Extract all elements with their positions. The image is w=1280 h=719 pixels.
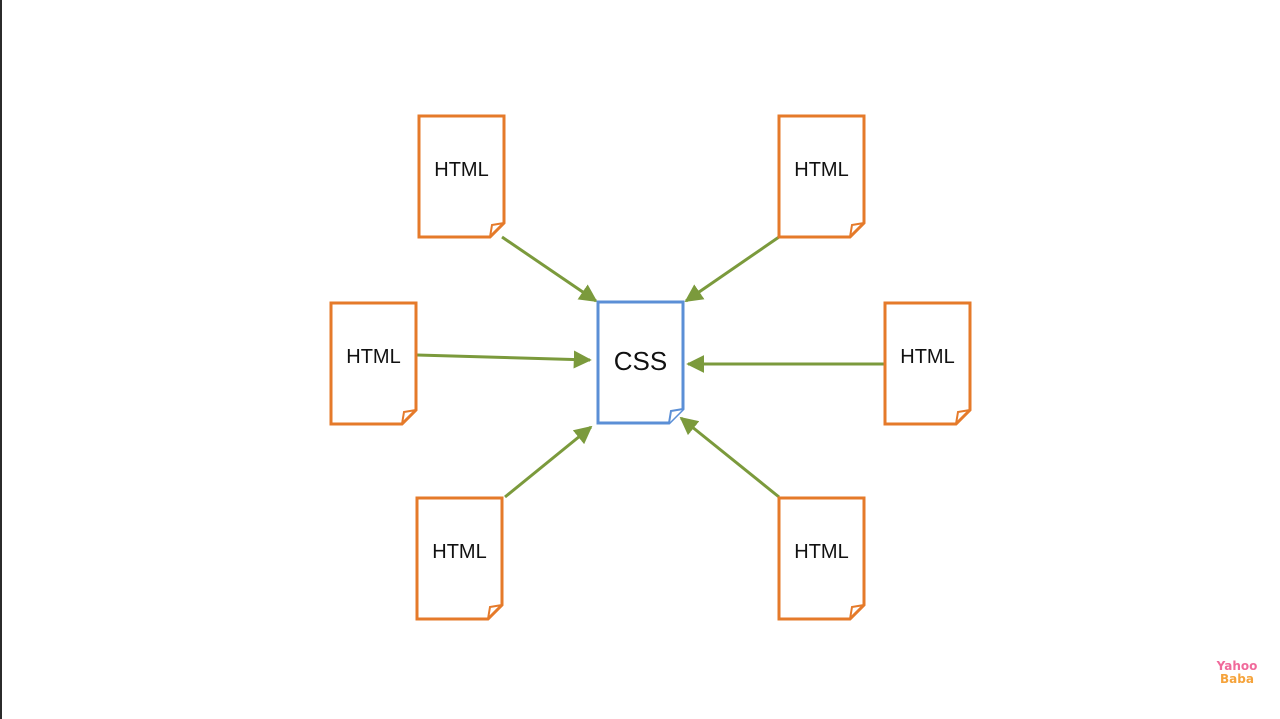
document-label: HTML (794, 541, 848, 563)
html-document-top-left: HTML (417, 114, 506, 239)
document-icon (777, 114, 866, 239)
document-icon (777, 496, 866, 621)
document-label: HTML (434, 159, 488, 181)
document-icon (415, 496, 504, 621)
folded-corner (489, 222, 505, 238)
html-document-bottom-right: HTML (777, 496, 866, 621)
document-label: HTML (346, 346, 400, 368)
folded-corner (401, 409, 417, 425)
arrows (416, 235, 884, 499)
document-label: HTML (900, 346, 954, 368)
html-document-bottom-left: HTML (415, 496, 504, 621)
arrow-top-right-to-css (684, 235, 780, 303)
folded-corner (955, 409, 971, 425)
arrow-top-left-to-css (501, 235, 598, 303)
document-icon (417, 114, 506, 239)
html-document-top-right: HTML (777, 114, 866, 239)
css-document: CSS (596, 300, 685, 425)
logo-line-1: Yahoo (1216, 659, 1258, 673)
arrow-bottom-left-to-css (504, 425, 593, 499)
document-icon (329, 301, 418, 426)
folded-corner (668, 408, 684, 424)
document-label: HTML (794, 159, 848, 181)
html-document-mid-left: HTML (329, 301, 418, 426)
folded-corner (487, 604, 503, 620)
arrow-mid-left-to-css (416, 350, 592, 369)
document-label: HTML (432, 541, 486, 563)
window-left-edge (0, 0, 2, 719)
document-label: CSS (614, 346, 667, 376)
folded-corner (849, 222, 865, 238)
logo-line-2: Baba (1220, 672, 1254, 686)
arrow-bottom-right-to-css (679, 416, 780, 499)
html-document-mid-right: HTML (883, 301, 972, 426)
document-icon (883, 301, 972, 426)
folded-corner (849, 604, 865, 620)
yahoo-baba-logo: Yahoo Baba (1212, 660, 1262, 686)
